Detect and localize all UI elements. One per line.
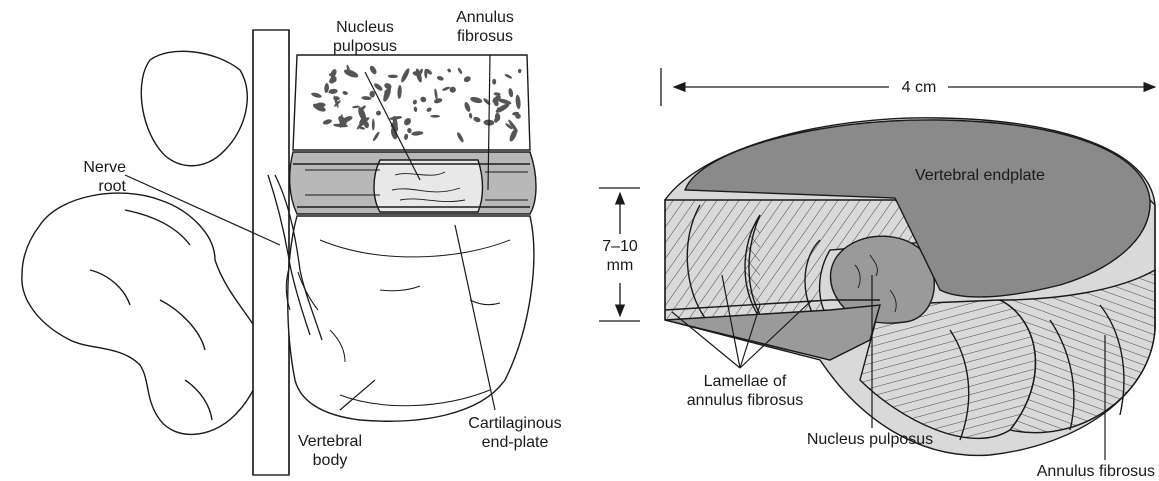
label-width-dimension: 4 cm [890,78,948,97]
label-line: root [40,177,126,196]
label-nucleus-pulposus-left: Nucleus pulposus [315,18,415,56]
label-line: 4 cm [894,78,944,97]
label-line: fibrosus [440,27,530,46]
label-line: Vertebral endplate [915,166,1095,185]
label-line: body [280,451,380,470]
label-nucleus-pulposus-right: Nucleus pulposus [780,430,960,449]
spinal-cord-band [253,30,289,475]
lower-vertebral-body [288,216,534,421]
label-annulus-fibrosus-right: Annulus fibrosus [985,462,1155,481]
label-line: Annulus [440,8,530,27]
nucleus-region [374,160,483,212]
label-line: Lamellae of [670,372,820,391]
label-line: Vertebral [280,432,380,451]
label-annulus-fibrosus-left: Annulus fibrosus [440,8,530,46]
spinal-segment-drawing [22,30,536,475]
label-line: Cartilaginous [450,414,580,433]
label-vertebral-endplate: Vertebral endplate [915,166,1095,185]
bone-speck [372,119,375,131]
label-line: mm [593,256,647,275]
label-line: pulposus [315,37,415,56]
label-nerve-root: Nerve root [40,158,126,196]
label-height-dimension: 7–10 mm [593,237,647,275]
label-line: Nucleus pulposus [780,430,960,449]
transverse-process-upper [141,51,247,165]
label-line: 7–10 [593,237,647,256]
label-line: Annulus fibrosus [985,462,1155,481]
label-line: Nerve [40,158,126,177]
label-lamellae: Lamellae of annulus fibrosus [670,372,820,410]
label-vertebral-body: Vertebral body [280,432,380,470]
label-cartilaginous-end-plate: Cartilaginous end-plate [450,414,580,452]
label-line: annulus fibrosus [670,391,820,410]
posterior-elements [22,193,263,434]
label-line: end-plate [450,433,580,452]
label-line: Nucleus [315,18,415,37]
bone-speck [430,115,440,118]
